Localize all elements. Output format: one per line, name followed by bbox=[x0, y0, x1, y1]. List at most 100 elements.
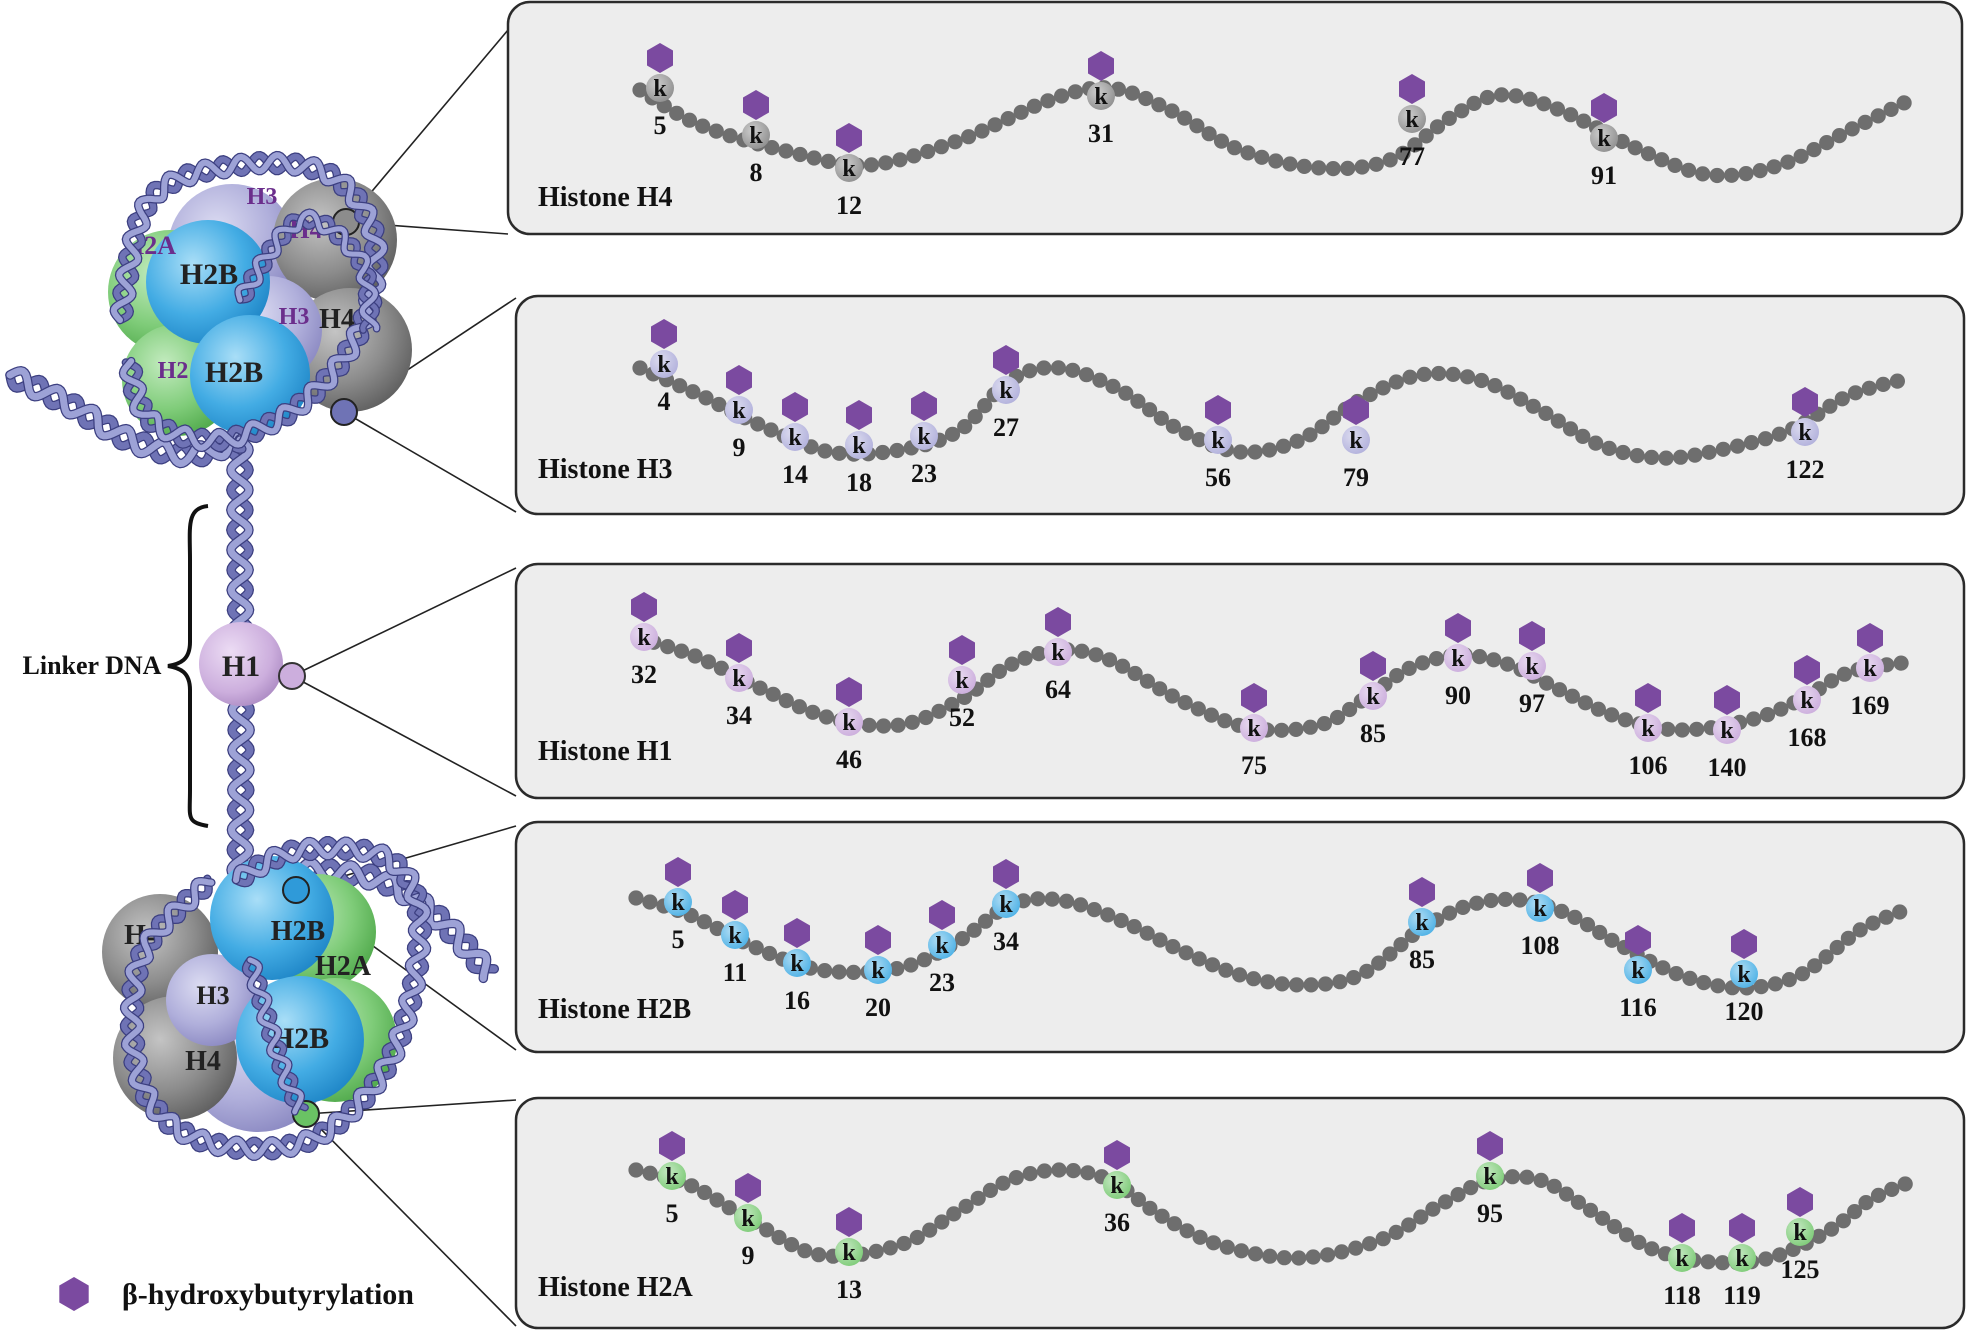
backbone-bead bbox=[1166, 1216, 1183, 1232]
residue-letter: k bbox=[1483, 1164, 1497, 1190]
backbone-bead bbox=[1260, 974, 1276, 990]
backbone-bead bbox=[1247, 1246, 1264, 1262]
backbone-bead bbox=[918, 709, 934, 726]
backbone-bead bbox=[1844, 121, 1860, 137]
backbone-bead bbox=[764, 140, 780, 156]
backbone-bead bbox=[1142, 1200, 1158, 1216]
backbone-bead bbox=[1857, 114, 1873, 130]
backbone-bead bbox=[1772, 1247, 1788, 1263]
backbone-bead bbox=[1303, 977, 1319, 993]
backbone-bead bbox=[1455, 899, 1471, 916]
backbone-bead bbox=[1897, 1176, 1913, 1192]
backbone-bead bbox=[1858, 1195, 1874, 1211]
lysine-highlight bbox=[725, 664, 753, 692]
backbone-bead bbox=[1026, 98, 1042, 114]
residue-letter: k bbox=[842, 710, 856, 736]
backbone-bead bbox=[1262, 1248, 1278, 1264]
backbone-bead bbox=[1362, 1236, 1378, 1252]
backbone-bead bbox=[752, 680, 768, 696]
lysine-site-9: k9 bbox=[725, 365, 753, 462]
backbone-bead bbox=[1067, 84, 1083, 100]
backbone-bead bbox=[1191, 951, 1207, 967]
histone-label: H3 bbox=[196, 981, 229, 1010]
hexagon-icon bbox=[929, 900, 955, 930]
backbone-bead bbox=[1022, 363, 1038, 379]
site-number: 168 bbox=[1788, 723, 1827, 752]
backbone-bead bbox=[966, 922, 982, 938]
site-number: 5 bbox=[654, 111, 667, 140]
hexagon-icon bbox=[1360, 651, 1386, 681]
backbone-bead bbox=[711, 396, 727, 413]
backbone-bead bbox=[1326, 410, 1342, 426]
backbone-bead bbox=[763, 422, 779, 438]
backbone-bead bbox=[1604, 707, 1620, 723]
backbone-bead bbox=[1296, 158, 1312, 174]
site-number: 91 bbox=[1591, 161, 1617, 190]
backbone-bead bbox=[1334, 1244, 1350, 1260]
site-number: 77 bbox=[1399, 142, 1425, 171]
site-number: 9 bbox=[733, 433, 746, 462]
backbone-bead bbox=[1317, 976, 1334, 992]
backbone-bead bbox=[1164, 688, 1180, 704]
backbone-bead bbox=[1000, 111, 1016, 127]
backbone-bead bbox=[632, 82, 648, 98]
lysine-highlight bbox=[948, 666, 976, 694]
lysine-site-20: k20 bbox=[864, 925, 892, 1022]
site-number: 9 bbox=[742, 1241, 755, 1270]
backbone-bead bbox=[1126, 919, 1142, 935]
backbone-bead bbox=[1431, 365, 1447, 382]
site-number: 34 bbox=[993, 927, 1019, 956]
backbone-bead bbox=[759, 1222, 775, 1238]
backbone-bead bbox=[1124, 85, 1140, 101]
lysine-site-91: k91 bbox=[1590, 93, 1618, 190]
backbone-bead bbox=[698, 390, 714, 406]
backbone-bead bbox=[1441, 905, 1458, 921]
backbone-bead bbox=[1644, 449, 1660, 465]
backbone-bead bbox=[1130, 1191, 1146, 1208]
backbone-bead bbox=[868, 1243, 884, 1259]
site-number: 11 bbox=[723, 958, 748, 987]
backbone-bead bbox=[1473, 372, 1490, 389]
lysine-site-169: k 169 bbox=[1851, 623, 1890, 720]
lysine-site-13: k13 bbox=[835, 1207, 863, 1304]
backbone-bead bbox=[1497, 891, 1513, 908]
backbone-bead bbox=[1606, 1219, 1623, 1235]
lysine-site-5: k5 bbox=[646, 43, 674, 140]
backbone-bead bbox=[1819, 135, 1835, 151]
hexagon-icon bbox=[665, 857, 691, 887]
lysine-highlight bbox=[1204, 426, 1232, 454]
backbone-bead bbox=[1402, 369, 1418, 385]
backbone-bead bbox=[1013, 104, 1029, 120]
backbone-bead bbox=[1753, 979, 1769, 995]
backbone-bead bbox=[771, 1229, 787, 1246]
residue-letter: k bbox=[1793, 1220, 1807, 1246]
lysine-highlight bbox=[1476, 1162, 1504, 1190]
residue-letter: k bbox=[1863, 656, 1877, 682]
lysine-highlight bbox=[910, 422, 938, 450]
backbone-bead bbox=[1115, 658, 1131, 674]
backbone-bead bbox=[982, 1182, 999, 1198]
backbone-bead bbox=[846, 964, 862, 981]
backbone-bead bbox=[892, 152, 908, 168]
backbone-bead bbox=[1629, 448, 1645, 464]
backbone-bead bbox=[1588, 435, 1604, 451]
backbone-bead bbox=[1766, 159, 1782, 175]
backbone-bead bbox=[684, 1178, 700, 1194]
backbone-bead bbox=[1289, 433, 1305, 449]
backbone-bead bbox=[1080, 1165, 1096, 1181]
backbone-bead bbox=[1577, 695, 1593, 711]
lysine-highlight bbox=[721, 921, 749, 949]
backbone-bead bbox=[1494, 87, 1510, 103]
backbone-bead bbox=[1375, 380, 1391, 396]
site-number: 169 bbox=[1851, 691, 1890, 720]
backbone-bead bbox=[709, 1192, 725, 1208]
backbone-bead bbox=[1499, 656, 1516, 672]
backbone-bead bbox=[695, 118, 711, 134]
lysine-site-36: k36 bbox=[1103, 1140, 1131, 1237]
lysine-highlight bbox=[992, 376, 1020, 404]
hexagon-icon bbox=[911, 391, 937, 421]
hexagon-icon bbox=[1669, 1213, 1695, 1243]
